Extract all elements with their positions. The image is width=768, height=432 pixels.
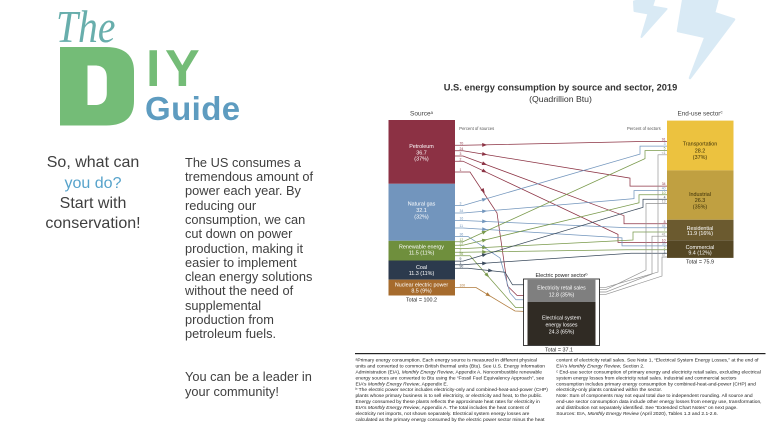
svg-text:Electric power sectorb: Electric power sectorb	[535, 273, 587, 280]
svg-text:11.5 (11%): 11.5 (11%)	[409, 251, 435, 257]
svg-text:9.4 (12%): 9.4 (12%)	[688, 250, 712, 256]
svg-text:End-use sectorc: End-use sectorc	[677, 110, 722, 118]
svg-text:70: 70	[460, 141, 464, 145]
svg-text:28.2: 28.2	[695, 149, 706, 155]
svg-text:10: 10	[662, 239, 666, 243]
svg-text:(Quadrillion Btu): (Quadrillion Btu)	[529, 94, 592, 104]
svg-text:2: 2	[664, 246, 666, 250]
svg-text:32.1: 32.1	[416, 208, 427, 214]
svg-text:5: 5	[664, 147, 666, 151]
svg-text:Coal: Coal	[416, 265, 427, 271]
svg-text:34: 34	[662, 182, 666, 186]
svg-text:36.7: 36.7	[416, 150, 427, 156]
svg-text:24.3 (65%): 24.3 (65%)	[549, 330, 575, 336]
svg-text:Sources: EIA, Monthly Energy R: Sources: EIA, Monthly Energy Review (Apr…	[556, 411, 718, 417]
svg-text:EIA’s Monthly Energy Review, A: EIA’s Monthly Energy Review, Appendix E.	[356, 381, 449, 387]
svg-text:Percent of sectors: Percent of sectors	[627, 126, 661, 131]
svg-text:b The electric power sector in: b The electric power sector includes ele…	[356, 387, 549, 393]
svg-text:Total = 75.9: Total = 75.9	[686, 259, 714, 265]
svg-text:12.8 (35%): 12.8 (35%)	[549, 293, 575, 299]
svg-text:13: 13	[662, 200, 666, 204]
svg-text:8: 8	[664, 220, 666, 224]
svg-text:Electrical system: Electrical system	[542, 316, 581, 322]
svg-text:Industrial: Industrial	[689, 192, 711, 198]
svg-text:(35%): (35%)	[693, 205, 708, 211]
svg-text:units and converted to common: units and converted to common British th…	[356, 363, 546, 369]
svg-text:c End-use sector consumption o: c End-use sector consumption of primary …	[556, 369, 761, 375]
svg-text:11.9 (16%): 11.9 (16%)	[687, 231, 713, 237]
svg-text:44: 44	[662, 224, 666, 228]
svg-text:100: 100	[460, 284, 466, 288]
svg-text:Renewable energy: Renewable energy	[399, 245, 444, 251]
svg-text:energy losses: energy losses	[545, 323, 577, 329]
svg-text:EIA’s Monthly Energy Review, A: EIA’s Monthly Energy Review, Appendix A.…	[356, 405, 530, 411]
svg-text:and distribution not separatel: and distribution not separately identifi…	[556, 405, 737, 411]
svg-text:Note: Sum of components may no: Note: Sum of components may not equal to…	[556, 393, 753, 399]
svg-text:90: 90	[460, 264, 464, 268]
svg-text:1: 1	[664, 249, 666, 253]
svg-text:Administration (EIA), Monthly: Administration (EIA), Monthly Energy Rev…	[356, 369, 543, 375]
svg-text:11.3 (11%): 11.3 (11%)	[409, 271, 435, 277]
svg-text:EIA’s Monthly Energy Review, S: EIA’s Monthly Energy Review, Section 2.	[556, 363, 644, 369]
svg-text:consumption includes primary e: consumption includes primary energy cons…	[556, 381, 756, 387]
svg-text:9: 9	[460, 257, 462, 261]
svg-text:Sourcea: Sourcea	[410, 110, 434, 118]
svg-text:91: 91	[662, 138, 666, 142]
svg-text:energy sources are converted t: energy sources are converted to Btu usin…	[356, 375, 545, 381]
svg-text:2: 2	[460, 248, 462, 252]
svg-text:(37%): (37%)	[693, 155, 708, 161]
svg-text:Residential: Residential	[687, 226, 714, 232]
svg-text:4: 4	[664, 195, 666, 199]
svg-text:2: 2	[460, 157, 462, 161]
svg-text:41: 41	[662, 232, 666, 236]
svg-text:3: 3	[460, 152, 462, 156]
svg-text:10: 10	[662, 191, 666, 195]
svg-text:(37%): (37%)	[414, 157, 429, 163]
svg-text:Commercial: Commercial	[686, 245, 715, 251]
svg-text:Nuclear electric power: Nuclear electric power	[395, 282, 449, 288]
svg-text:Petroleum: Petroleum	[409, 144, 434, 150]
svg-text:end-use sector consumption dat: end-use sector consumption data include …	[556, 399, 761, 405]
svg-text:Percent of sources: Percent of sources	[459, 126, 494, 131]
svg-text:content of electricity retail: content of electricity retail sales. See…	[556, 358, 759, 364]
svg-text:11: 11	[460, 224, 464, 228]
svg-text:8.5 (9%): 8.5 (9%)	[411, 288, 432, 294]
svg-text:plants whose primary business: plants whose primary business is to sell…	[356, 393, 543, 399]
svg-text:system energy losses from elec: system energy losses from electricity re…	[556, 375, 737, 381]
svg-text:3: 3	[664, 142, 666, 146]
svg-text:Total = 100.2: Total = 100.2	[406, 298, 437, 304]
svg-text:aPrimary energy consumption. E: aPrimary energy consumption. Each energy…	[356, 358, 538, 364]
svg-text:Energy consumed by these plant: Energy consumed by these plants reflects…	[356, 399, 541, 405]
svg-text:22: 22	[460, 241, 464, 245]
svg-text:<1: <1	[662, 151, 666, 155]
svg-text:(32%): (32%)	[414, 215, 429, 221]
svg-text:24: 24	[460, 147, 464, 151]
svg-text:3: 3	[460, 202, 462, 206]
svg-text:calculated as the primary ener: calculated as the primary energy consume…	[356, 417, 546, 423]
svg-text:1: 1	[460, 261, 462, 265]
svg-text:39: 39	[662, 242, 666, 246]
svg-text:47: 47	[662, 253, 666, 257]
svg-text:Total = 37.1: Total = 37.1	[545, 347, 573, 353]
svg-text:16: 16	[460, 217, 464, 221]
svg-text:electricity-only plants contai: electricity-only plants contained within…	[556, 387, 662, 393]
svg-text:34: 34	[460, 209, 464, 213]
svg-text:Electricity retail sales: Electricity retail sales	[537, 286, 586, 292]
svg-text:Transportation: Transportation	[683, 142, 718, 148]
svg-text:36: 36	[460, 233, 464, 237]
svg-text:electricity net imports, not s: electricity net imports, not shown separ…	[356, 411, 530, 417]
svg-text:1: 1	[460, 168, 462, 172]
svg-text:7: 7	[460, 245, 462, 249]
svg-text:12: 12	[460, 238, 464, 242]
svg-text:Natural gas: Natural gas	[408, 202, 436, 208]
svg-text:7: 7	[664, 228, 666, 232]
svg-text:U.S. energy consumption by sou: U.S. energy consumption by source and se…	[444, 82, 678, 92]
svg-text:26.3: 26.3	[695, 198, 706, 204]
svg-text:40: 40	[662, 187, 666, 191]
svg-text:56: 56	[460, 252, 464, 256]
